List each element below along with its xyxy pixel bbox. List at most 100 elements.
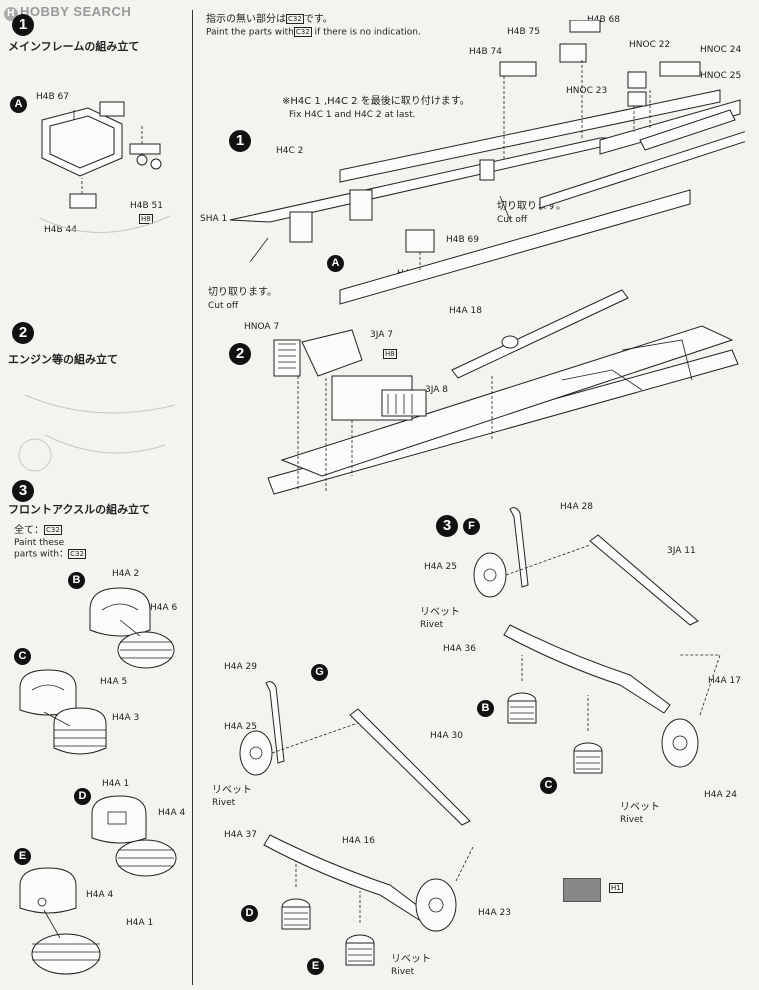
- step1-badge: 1: [12, 14, 34, 36]
- rivet2-en-g: Rivet: [391, 967, 415, 977]
- main-sub-a-badge: A: [327, 255, 344, 272]
- rivet-en-g: Rivet: [212, 798, 236, 808]
- left-sub-e-badge: E: [14, 848, 31, 865]
- g-sub-e-badge: E: [307, 958, 324, 975]
- step2-badge: 2: [12, 322, 34, 344]
- sub-a-badge: A: [10, 96, 27, 113]
- main-step3-badge: 3: [436, 515, 458, 537]
- sub-b-illustration: [89, 587, 175, 669]
- label-h4a30: H4A 30: [430, 731, 463, 741]
- label-hnoa7: HNOA 7: [244, 322, 280, 332]
- label-h4a5: H4A 5: [100, 677, 128, 687]
- label-h4a16: H4A 16: [342, 836, 375, 846]
- legend-paint-code: H1: [609, 883, 623, 894]
- label-hnoc25: HNOC 25: [700, 71, 742, 81]
- paint-all-en2: parts with：C32: [14, 549, 86, 560]
- paint-h8-main-box: H8: [383, 349, 397, 359]
- main-step1-badge: 1: [229, 130, 251, 152]
- label-h4b75: H4B 75: [507, 27, 540, 37]
- label-h4a37: H4A 37: [224, 830, 257, 840]
- rivet2-en-f: Rivet: [620, 815, 644, 825]
- label-h4a25-g: H4A 25: [224, 722, 257, 732]
- label-3ja8: 3JA 8: [425, 385, 448, 395]
- label-hnoc23: HNOC 23: [566, 86, 608, 96]
- paint-all-jp-text: 全て：: [14, 525, 44, 536]
- step1-title: メインフレームの組み立て: [8, 40, 140, 53]
- paint-all-code: C32: [44, 525, 62, 535]
- step2-ghost-art: [18, 394, 176, 472]
- paint-all-en-code: C32: [68, 549, 86, 559]
- label-h4a18: H4A 18: [449, 306, 482, 316]
- paint-h8-main: H8: [383, 349, 397, 360]
- paint-all-en1: Paint these: [14, 538, 65, 548]
- header-note-jp-tail: です。: [303, 14, 333, 25]
- logo-text: HOBBY SEARCH: [20, 4, 132, 19]
- step3-badge: 3: [12, 480, 34, 502]
- label-hnoc22: HNOC 22: [629, 40, 671, 50]
- sub-e-illustration: [19, 867, 101, 975]
- left-sub-c-badge: C: [14, 648, 31, 665]
- label-hnoc24: HNOC 24: [700, 45, 742, 55]
- paint-all-jp: 全て：C32: [14, 525, 62, 536]
- f-sub-b-badge: B: [477, 700, 494, 717]
- legend-paint-box: H1: [609, 883, 623, 893]
- label-h4b44: H4B 44: [44, 225, 77, 235]
- sub-f-badge: F: [463, 518, 480, 535]
- engine-chassis-illustration: [267, 289, 739, 495]
- label-h4a6: H4A 6: [150, 603, 178, 613]
- cut-en-left: Cut off: [208, 301, 239, 311]
- f-sub-c-badge: C: [540, 777, 557, 794]
- axle-g-illustration: [239, 681, 475, 966]
- header-note-jp-code: C32: [286, 14, 304, 24]
- label-h4a2: H4A 2: [112, 569, 140, 579]
- label-h4b69: H4B 69: [446, 235, 479, 245]
- header-note-en-tail: if there is no indication.: [314, 27, 421, 38]
- sub-c-illustration: [19, 669, 107, 755]
- column-divider: [192, 10, 193, 985]
- label-h4a17: H4A 17: [708, 676, 741, 686]
- cut-en-right: Cut off: [497, 215, 528, 225]
- paint-h8-small: H8: [139, 214, 153, 225]
- label-3ja7: 3JA 7: [370, 330, 393, 340]
- rivet-jp-g: リベット: [212, 785, 252, 796]
- sub-g-badge: G: [311, 664, 328, 681]
- g-sub-d-badge: D: [241, 905, 258, 922]
- label-h4a25-f: H4A 25: [424, 562, 457, 572]
- label-h4b68: H4B 68: [587, 15, 620, 25]
- label-h4b74: H4B 74: [469, 47, 502, 57]
- step1-note-en: Fix H4C 1 and H4C 2 at last.: [289, 110, 416, 120]
- label-h4a29: H4A 29: [224, 662, 257, 672]
- main-frame-illustration: [229, 20, 745, 305]
- left-sub-d-badge: D: [74, 788, 91, 805]
- rivet-en-f: Rivet: [420, 620, 444, 630]
- paint-all-en2-text: parts with：: [14, 549, 69, 560]
- main-step2-badge: 2: [229, 343, 251, 365]
- rivet2-jp-f: リベット: [620, 802, 660, 813]
- sub-d-illustration: [91, 795, 177, 877]
- header-note-jp-text: 指示の無い部分は: [206, 14, 286, 25]
- rivet2-jp-g: リベット: [391, 954, 431, 965]
- axle-f-illustration: [473, 507, 721, 774]
- label-h4c2: H4C 2: [276, 146, 304, 156]
- label-h4b51: H4B 51: [130, 201, 163, 211]
- label-sha1: SHA 1: [200, 214, 228, 224]
- label-3ja11: 3JA 11: [667, 546, 696, 556]
- paint-swatch: [563, 878, 601, 902]
- label-h4a24: H4A 24: [704, 790, 737, 800]
- label-h4a36: H4A 36: [443, 644, 476, 654]
- label-h4b67: H4B 67: [36, 92, 69, 102]
- step2-title: エンジン等の組み立て: [8, 353, 118, 366]
- label-h4a28: H4A 28: [560, 502, 593, 512]
- label-h4a23: H4A 23: [478, 908, 511, 918]
- label-h4a3: H4A 3: [112, 713, 140, 723]
- paint-code-box: H8: [139, 214, 153, 224]
- label-h4a4-e: H4A 4: [86, 890, 114, 900]
- step3-title: フロントアクスルの組み立て: [8, 503, 151, 516]
- sub-a-illustration: [39, 101, 171, 233]
- step1-note-jp: ※H4C 1 ,H4C 2 を最後に取り付けます。: [282, 96, 470, 107]
- header-note-en-code: C32: [293, 27, 312, 37]
- cut-jp-left: 切り取ります。: [208, 287, 277, 298]
- label-h4a1-e: H4A 1: [126, 918, 154, 928]
